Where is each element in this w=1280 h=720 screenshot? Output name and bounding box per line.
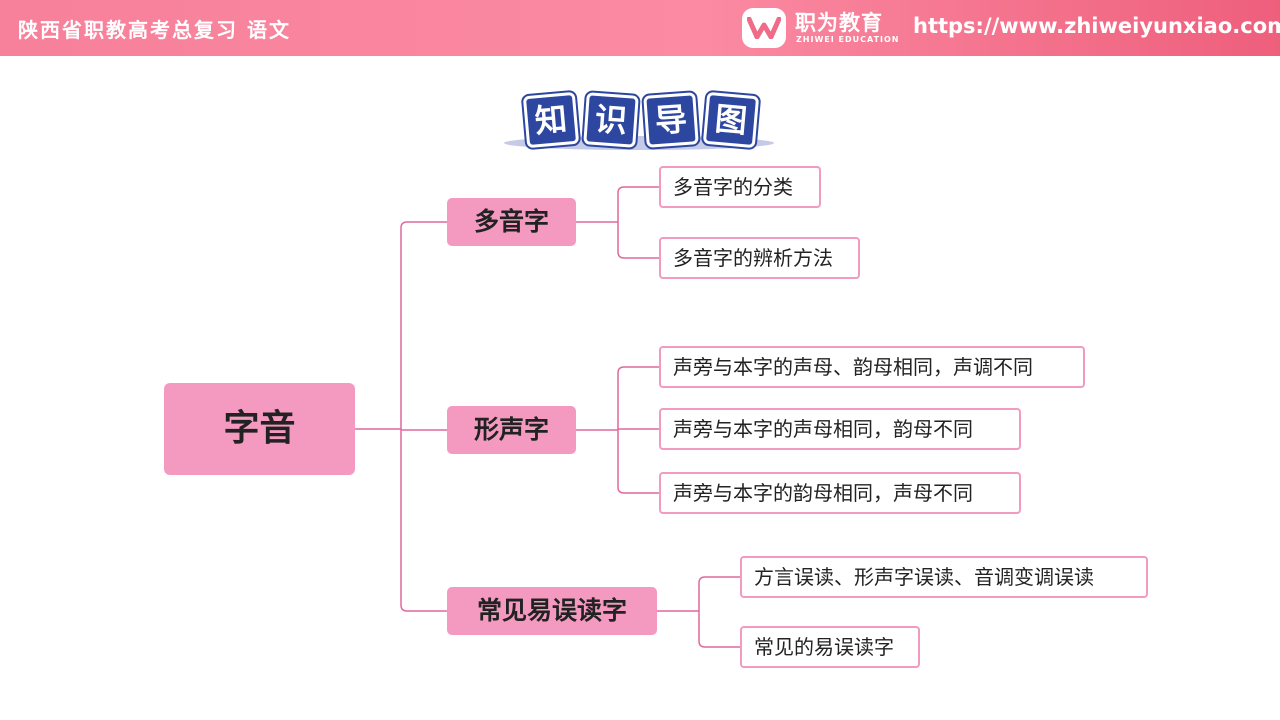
website-url[interactable]: https://www.zhiweiyunxiao.com/ xyxy=(913,14,1280,38)
leaf-xingsheng-shengdiao-butong: 声旁与本字的声母、韵母相同，声调不同 xyxy=(659,346,1085,388)
leaf-xingsheng-shengmu-butong: 声旁与本字的韵母相同，声母不同 xyxy=(659,472,1021,514)
branch-xingshengzi: 形声字 xyxy=(447,406,576,454)
connector-branch-2-vertical xyxy=(617,366,625,494)
leaf-changjian-yiwuduzi: 常见的易误读字 xyxy=(740,626,920,668)
connector-trunk-vertical xyxy=(400,221,408,612)
branch-changjian-yiwuduzi: 常见易误读字 xyxy=(447,587,657,635)
leaf-xingsheng-yunmu-butong: 声旁与本字的声母相同，韵母不同 xyxy=(659,408,1021,450)
connector-branch-1-vertical xyxy=(617,186,625,259)
leaf-duoyinzi-bianxi: 多音字的辨析方法 xyxy=(659,237,860,279)
knowledge-map-heading: 知 识 导 图 xyxy=(500,91,780,154)
course-title: 陕西省职教高考总复习 语文 xyxy=(18,18,291,42)
logo-subtitle: ZHIWEI EDUCATION xyxy=(796,35,900,44)
logo-wordmark: 职为教育 xyxy=(795,11,883,35)
top-banner: 陕西省职教高考总复习 语文 职为教育 ZHIWEI EDUCATION http… xyxy=(0,0,1280,56)
leaf-duoyinzi-fenlei: 多音字的分类 xyxy=(659,166,821,208)
connector-branch-3-vertical xyxy=(698,576,706,648)
root-node-zi-yin: 字音 xyxy=(164,383,355,475)
zhiwei-logo-icon xyxy=(742,8,786,48)
branch-duoyinzi: 多音字 xyxy=(447,198,576,246)
leaf-wudu-leixing: 方言误读、形声字误读、音调变调误读 xyxy=(740,556,1148,598)
